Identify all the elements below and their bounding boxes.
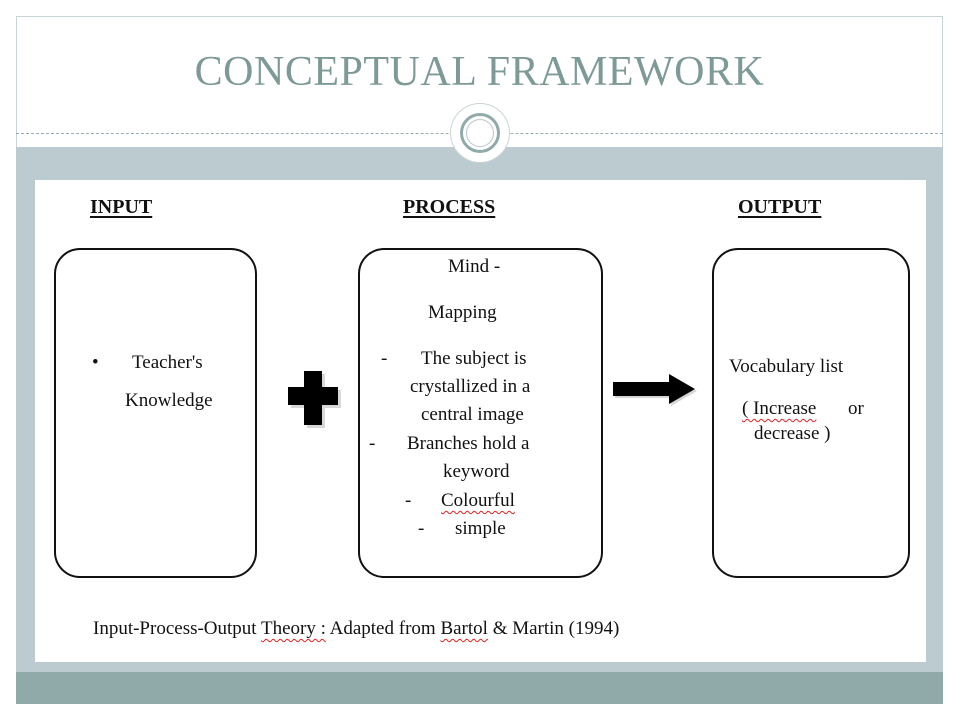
output-heading: OUTPUT xyxy=(738,196,822,218)
plus-icon xyxy=(288,371,341,428)
process-item-1-line-2: crystallized in a xyxy=(410,376,531,397)
process-line-1: Mind - xyxy=(448,256,501,277)
input-box xyxy=(54,248,257,578)
process-line-2: Mapping xyxy=(428,302,497,323)
process-item-2-dash: - xyxy=(369,433,376,454)
process-heading: PROCESS xyxy=(403,196,496,218)
caption-part-3: Adapted from xyxy=(329,618,436,639)
input-line-2: Knowledge xyxy=(125,390,213,411)
output-line-3: decrease ) xyxy=(754,423,831,444)
right-arrow-icon xyxy=(613,374,697,406)
footer-band xyxy=(16,672,943,704)
process-item-2-line-2: keyword xyxy=(443,461,510,482)
process-item-1-dash: - xyxy=(381,348,388,369)
output-line-2a: ( Increase xyxy=(742,398,817,419)
circle-ornament-inner xyxy=(460,113,500,153)
process-item-1-line-3: central image xyxy=(421,404,524,425)
caption-part-4: Bartol xyxy=(440,618,488,639)
input-bullet: • xyxy=(92,352,99,373)
process-item-2-line-1: Branches hold a xyxy=(407,433,530,454)
process-item-4-dash: - xyxy=(418,518,425,539)
process-item-1-line-1: The subject is xyxy=(421,348,527,369)
output-line-1: Vocabulary list xyxy=(729,356,844,377)
process-item-3-dash: - xyxy=(405,490,412,511)
caption-part-2: Theory : xyxy=(261,618,326,639)
output-box xyxy=(712,248,910,578)
caption-part-5: & Martin (1994) xyxy=(492,618,620,639)
slide-title: CONCEPTUAL FRAMEWORK xyxy=(194,49,765,95)
input-line-1: Teacher's xyxy=(132,352,203,373)
process-item-3-line-1: Colourful xyxy=(441,490,515,511)
process-box xyxy=(358,248,603,578)
process-item-4-line-1: simple xyxy=(455,518,506,539)
circle-ornament-icon xyxy=(451,104,509,162)
caption-part-1: Input-Process-Output xyxy=(93,618,257,639)
framework-diagram: INPUT PROCESS OUTPUT • Teacher's Knowled… xyxy=(35,180,926,662)
output-line-2b: or xyxy=(848,398,864,419)
diagram-caption: Input-Process-Output Theory : Adapted fr… xyxy=(93,618,619,640)
input-heading: INPUT xyxy=(90,196,153,218)
